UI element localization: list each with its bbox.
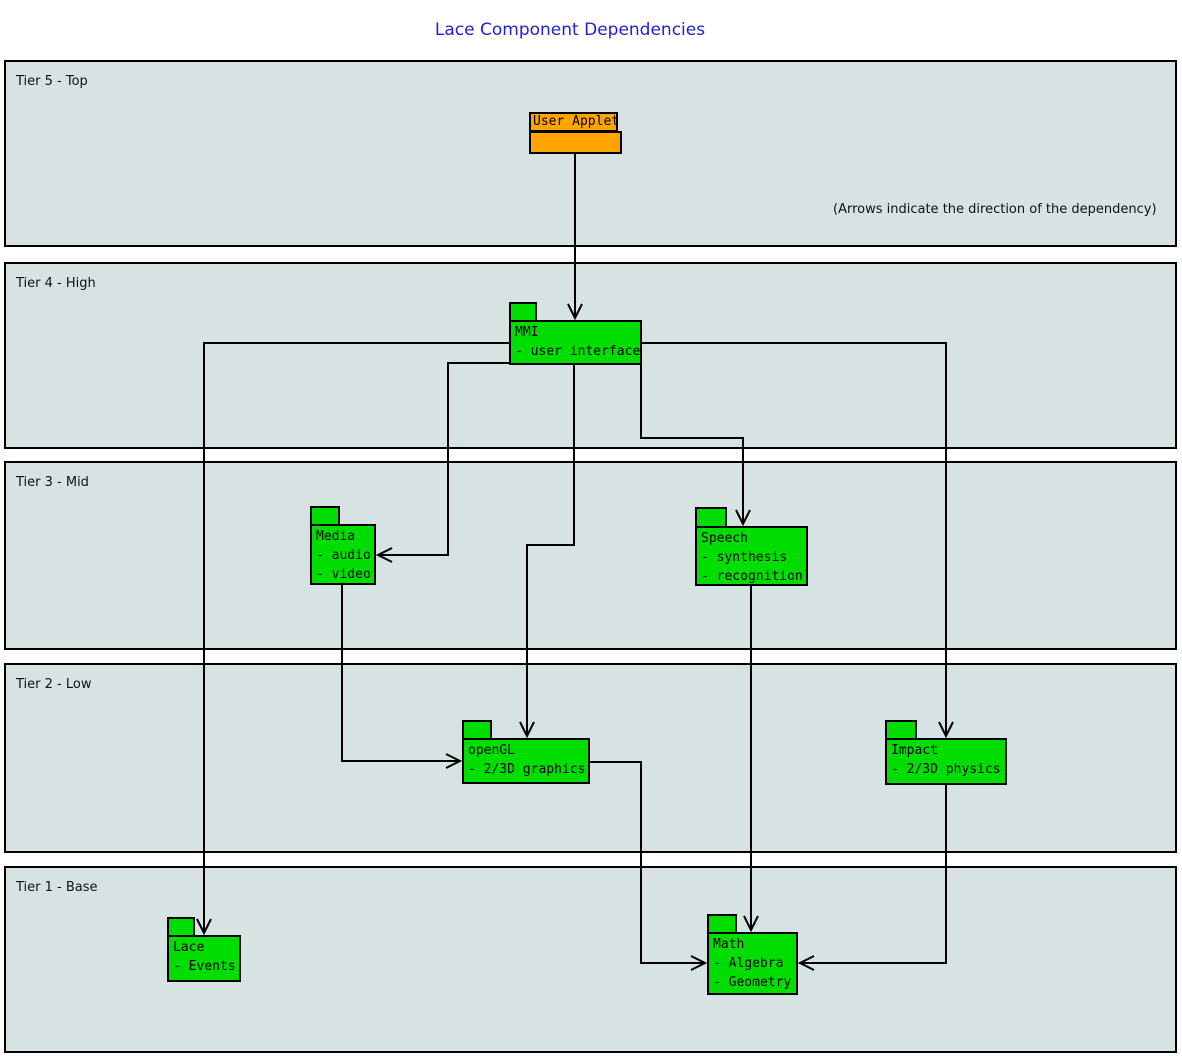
component-title: openGL (468, 743, 515, 758)
component-title: MMI (515, 325, 539, 340)
tier-band-4: Tier 4 - High (4, 262, 1177, 449)
component-line: - synthesis (701, 550, 788, 565)
component-line: - audio (316, 548, 371, 563)
tier-band-3: Tier 3 - Mid (4, 461, 1177, 650)
component-line: - video (316, 567, 371, 582)
component-line: - recognition (701, 569, 803, 584)
component-line: - Geometry (713, 975, 792, 990)
component-line: - user interface (515, 344, 641, 359)
component-body: openGL - 2/3D graphics (462, 738, 590, 784)
component-title: Speech (701, 531, 748, 546)
component-body: Media - audio - video (310, 524, 376, 585)
component-line: - 2/3D graphics (468, 762, 586, 777)
component-body: Math - Algebra - Geometry (707, 932, 798, 995)
folder-tab-icon (167, 917, 195, 937)
component-body: Impact - 2/3D physics (885, 738, 1007, 785)
folder-tab-icon (885, 720, 917, 740)
diagram-title: Lace Component Dependencies (434, 20, 706, 40)
component-line: - 2/3D physics (891, 762, 1001, 777)
folder-tab-icon (707, 914, 737, 934)
folder-tab-icon (509, 302, 537, 322)
folder-tab-icon (695, 507, 727, 528)
component-body: Lace - Events (167, 935, 241, 982)
component-body (529, 131, 622, 154)
tier-label: Tier 5 - Top (16, 74, 88, 89)
component-title: Impact (891, 743, 938, 758)
tier-label: Tier 3 - Mid (16, 475, 89, 490)
tier-label: Tier 1 - Base (16, 880, 98, 895)
component-body: MMI - user interface (509, 320, 642, 365)
component-title: Lace (173, 940, 205, 955)
dependency-direction-note: (Arrows indicate the direction of the de… (833, 202, 1157, 217)
component-title: Media (316, 529, 356, 544)
folder-tab-icon (310, 506, 340, 526)
component-title: Math (713, 937, 745, 952)
component-line: - Algebra (713, 956, 784, 971)
folder-tab-icon (462, 720, 492, 740)
component-body: Speech - synthesis - recognition (695, 526, 808, 586)
component-title: User Applet (529, 112, 619, 132)
tier-label: Tier 4 - High (16, 276, 96, 291)
component-line: - Events (173, 959, 236, 974)
tier-label: Tier 2 - Low (16, 677, 92, 692)
